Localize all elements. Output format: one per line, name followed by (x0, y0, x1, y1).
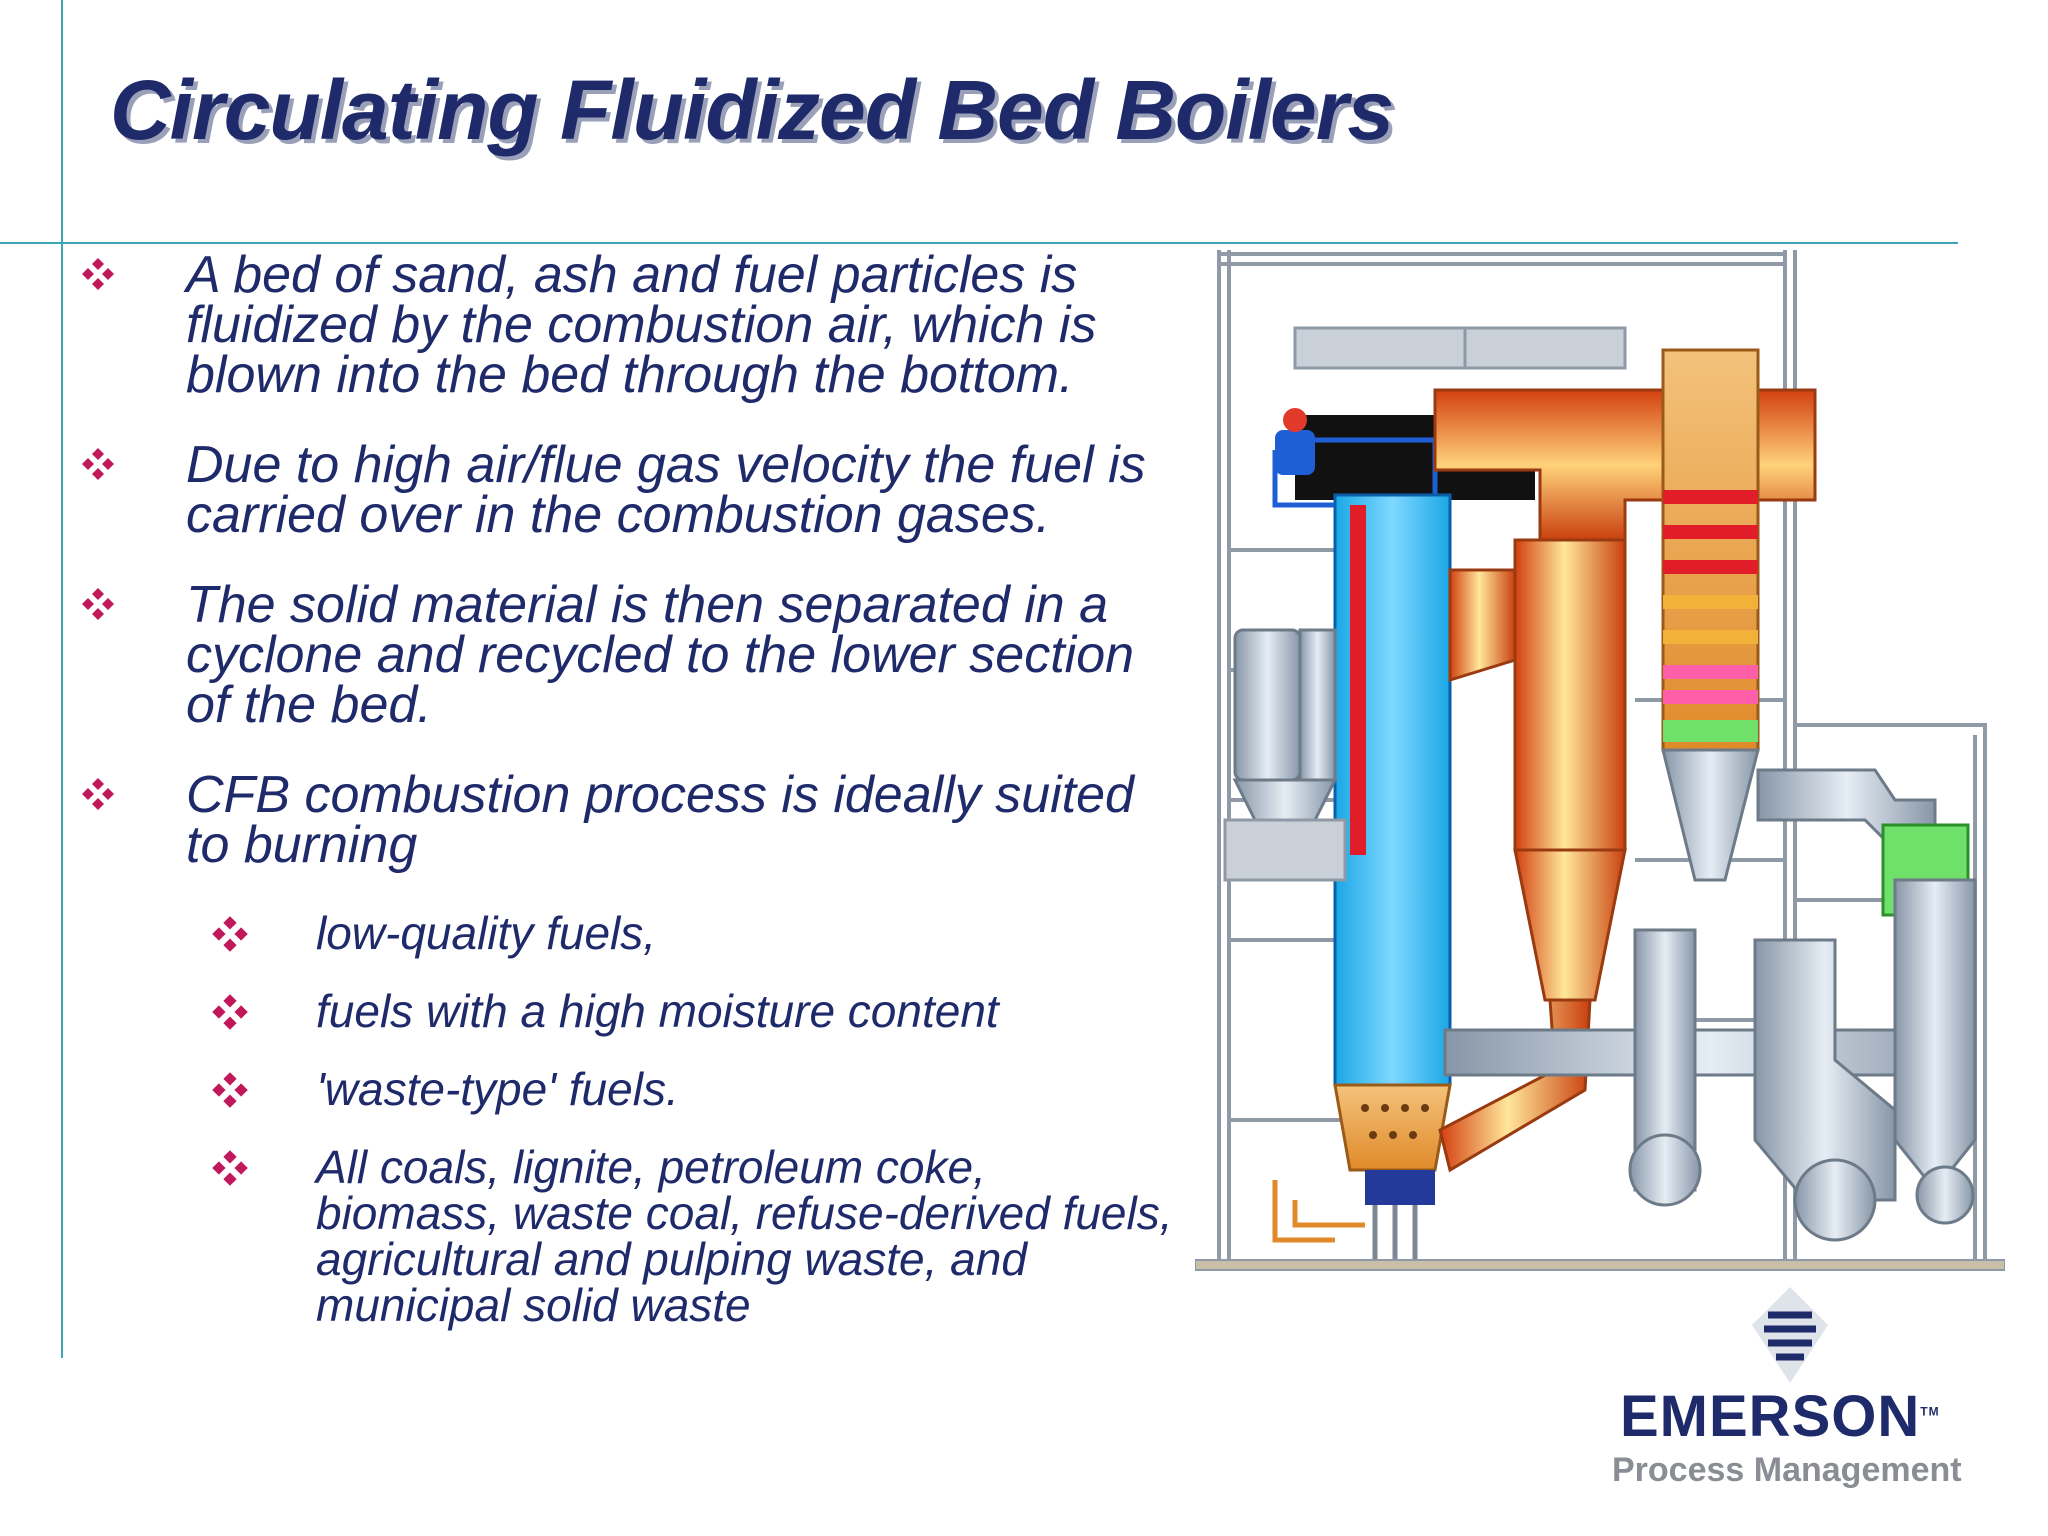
fd-fan (1628, 1133, 1702, 1207)
four-diamond-bullet-icon (82, 258, 114, 290)
four-diamond-bullet-icon (212, 1072, 248, 1108)
horizontal-rule (0, 242, 1958, 244)
cyclone-barrel (1513, 538, 1627, 852)
sub-bullet-item: low-quality fuels, (210, 910, 1180, 956)
four-diamond-bullet-icon (212, 994, 248, 1030)
sub-bullet-item: All coals, lignite, petroleum coke, biom… (210, 1144, 1180, 1328)
sub-bullet-text: fuels with a high moisture content (316, 985, 999, 1037)
silo-right (1298, 628, 1337, 782)
stack-fan (1915, 1165, 1975, 1225)
bullet-item: The solid material is then separated in … (80, 579, 1180, 731)
drum-valve (1283, 408, 1307, 432)
bullet-item: Due to high air/flue gas velocity the fu… (80, 439, 1180, 541)
furnace-downcomer (1350, 505, 1366, 855)
backpass-tube-banks (1663, 490, 1758, 742)
emerson-diamond-icon (1752, 1287, 1828, 1383)
logo-subtitle: Process Management (1612, 1451, 1962, 1489)
windbox (1365, 1170, 1435, 1205)
four-diamond-bullet-icon (82, 448, 114, 480)
four-diamond-bullet-icon (212, 916, 248, 952)
cyclone-inlet (1448, 568, 1517, 683)
backpass (1661, 348, 1760, 752)
vertical-rule (61, 0, 63, 1358)
bullet-item: CFB combustion process is ideally suited… (80, 769, 1180, 871)
emerson-logo: EMERSONTM Process Management (1600, 1285, 1970, 1489)
steam-drum (1275, 430, 1315, 475)
roof-box-right (1463, 326, 1627, 370)
id-fan-duct (1753, 938, 1897, 1202)
air-lines (1272, 1180, 1365, 1243)
sub-bullet-text: 'waste-type' fuels. (316, 1063, 679, 1115)
precipitator (1893, 878, 1977, 1193)
cfb-boiler-diagram (1195, 250, 2005, 1271)
silo-cone (1232, 778, 1338, 822)
bullet-item: A bed of sand, ash and fuel particles is… (80, 249, 1180, 401)
sub-bullet-text: All coals, lignite, petroleum coke, biom… (316, 1141, 1173, 1331)
bullet-text: CFB combustion process is ideally suited… (186, 766, 1134, 874)
id-fan (1793, 1158, 1877, 1242)
logo-wordmark: EMERSONTM (1620, 1383, 1940, 1450)
roof-box-left (1293, 326, 1467, 370)
bullet-text: A bed of sand, ash and fuel particles is… (186, 246, 1097, 404)
furnace-hopper (1333, 1083, 1452, 1172)
four-diamond-bullet-icon (212, 1150, 248, 1186)
silo-left (1233, 628, 1302, 782)
sub-bullet-item: fuels with a high moisture content (210, 988, 1180, 1034)
cyclone-cone (1513, 848, 1627, 1002)
four-diamond-bullet-icon (82, 778, 114, 810)
ground-line (1195, 1259, 2005, 1271)
slide-title: Circulating Fluidized Bed Boilers (110, 63, 1394, 157)
logo-name: EMERSON (1620, 1384, 1921, 1449)
feeder-platform (1223, 818, 1347, 882)
ash-drains (1372, 1205, 1418, 1260)
backpass-hopper (1661, 748, 1760, 882)
bullet-text: The solid material is then separated in … (186, 576, 1135, 734)
hopper-nozzles (1361, 1104, 1429, 1139)
sub-bullet-text: low-quality fuels, (316, 907, 657, 959)
four-diamond-bullet-icon (82, 588, 114, 620)
sub-bullet-item: 'waste-type' fuels. (210, 1066, 1180, 1112)
loop-seal-return (1438, 998, 1592, 1173)
horizontal-air-duct (1443, 1028, 1977, 1077)
bullet-list: A bed of sand, ash and fuel particles is… (80, 249, 1180, 1360)
logo-trademark: TM (1920, 1404, 1940, 1419)
bullet-text: Due to high air/flue gas velocity the fu… (186, 436, 1146, 544)
